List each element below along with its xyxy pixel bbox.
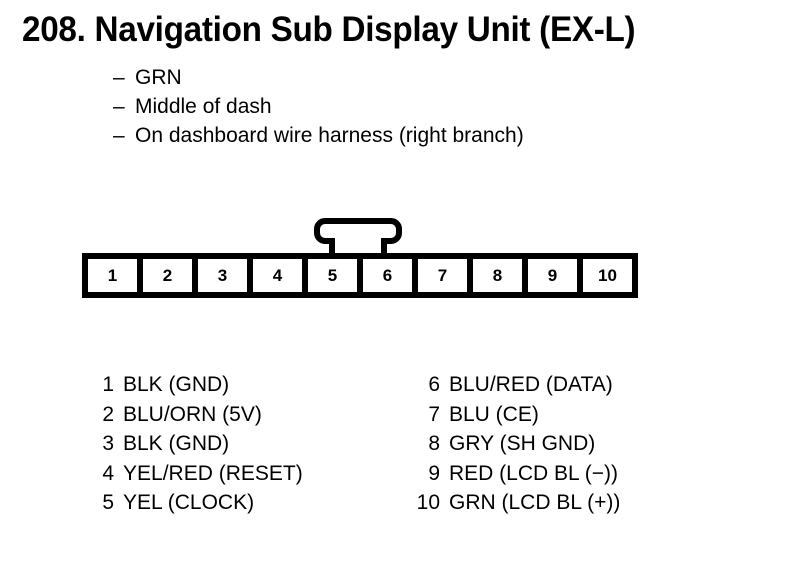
pin-legend-row: 6 BLU/RED (DATA) <box>410 370 620 400</box>
connector-pin-3: 3 <box>198 259 247 292</box>
pin-legend-row: 3 BLK (GND) <box>84 429 303 459</box>
pin-legend-desc: GRY (SH GND) <box>449 432 596 455</box>
pin-legend-number: 1 <box>102 373 114 396</box>
pin-legend-number: 6 <box>428 373 440 396</box>
pin-legend-row: 1 BLK (GND) <box>84 370 303 400</box>
pin-legend-column-left: 1 BLK (GND) 2 BLU/ORN (5V) 3 BLK (GND) 4… <box>84 370 303 518</box>
connector-pin-7: 7 <box>418 259 467 292</box>
notes-list: –GRN –Middle of dash –On dashboard wire … <box>113 63 524 150</box>
pin-legend-number: 9 <box>428 461 440 485</box>
pin-legend-desc: BLU (CE) <box>449 402 539 426</box>
pin-legend-column-right: 6 BLU/RED (DATA) 7 BLU (CE) 8 GRY (SH GN… <box>410 370 621 518</box>
note-text: On dashboard wire harness (right branch) <box>135 124 524 147</box>
dash-icon: – <box>113 66 125 89</box>
pin-legend-number: 7 <box>428 402 440 426</box>
pin-legend-row: 5 YEL (CLOCK) <box>84 488 303 518</box>
dash-icon: – <box>113 95 125 118</box>
connector-pin-6: 6 <box>363 259 412 292</box>
pin-legend-row: 8 GRY (SH GND) <box>410 429 620 459</box>
pin-legend-desc: BLU/RED (DATA) <box>449 373 613 396</box>
note-text: GRN <box>135 66 182 89</box>
connector-latch-leg-right <box>381 238 387 256</box>
note-item: –GRN <box>113 63 524 92</box>
pin-legend: 1 BLK (GND) 2 BLU/ORN (5V) 3 BLK (GND) 4… <box>0 370 800 520</box>
connector-pin-10: 10 <box>583 259 632 292</box>
pin-legend-desc: GRN (LCD BL (+)) <box>449 491 621 514</box>
pin-legend-desc: RED (LCD BL (−)) <box>449 461 618 485</box>
connector-pin-8: 8 <box>473 259 522 292</box>
connector-pin-9: 9 <box>528 259 577 292</box>
connector-latch-notch <box>335 232 381 246</box>
connector-pin-1: 1 <box>88 259 137 292</box>
note-item: –On dashboard wire harness (right branch… <box>113 121 524 150</box>
pin-legend-row: 7 BLU (CE) <box>410 400 620 430</box>
note-text: Middle of dash <box>135 95 272 118</box>
pin-legend-number: 5 <box>102 491 114 514</box>
pin-legend-desc: YEL (CLOCK) <box>123 491 255 514</box>
pin-legend-desc: BLU/ORN (5V) <box>123 402 262 426</box>
pin-legend-number: 4 <box>102 461 114 485</box>
pin-legend-row: 9 RED (LCD BL (−)) <box>410 459 620 489</box>
pin-legend-desc: BLK (GND) <box>123 373 230 396</box>
connector-pin-4: 4 <box>253 259 302 292</box>
note-item: –Middle of dash <box>113 92 524 121</box>
connector-housing: 1 2 3 4 5 6 7 8 9 10 <box>82 253 638 298</box>
pin-legend-number: 3 <box>102 432 114 455</box>
connector-pin-2: 2 <box>143 259 192 292</box>
pin-legend-number: 8 <box>428 432 440 455</box>
pin-legend-row: 4 YEL/RED (RESET) <box>84 459 303 489</box>
pin-legend-number: 2 <box>102 402 114 426</box>
connector-latch-leg-left <box>329 238 335 256</box>
pin-legend-row: 10 GRN (LCD BL (+)) <box>410 488 621 518</box>
dash-icon: – <box>113 124 125 147</box>
pin-legend-row: 2 BLU/ORN (5V) <box>84 400 303 430</box>
pin-legend-desc: BLK (GND) <box>123 432 230 455</box>
page-title: 208. Navigation Sub Display Unit (EX-L) <box>22 10 636 49</box>
pin-legend-number: 10 <box>416 491 440 514</box>
connector-pin-5: 5 <box>308 259 357 292</box>
connector-diagram: 1 2 3 4 5 6 7 8 9 10 <box>82 218 638 298</box>
pin-legend-desc: YEL/RED (RESET) <box>123 461 303 485</box>
